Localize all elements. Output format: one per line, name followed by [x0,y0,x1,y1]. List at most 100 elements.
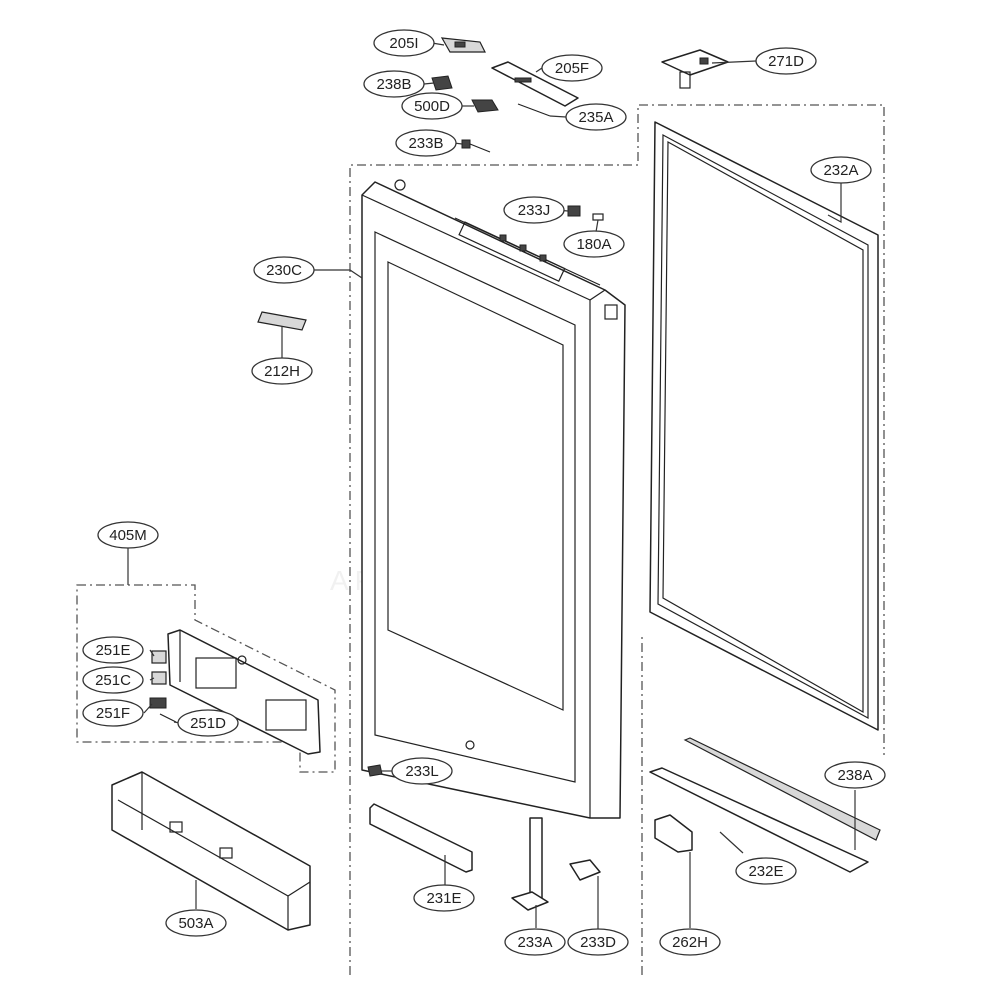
label-oval [659,928,721,956]
label-oval [177,709,239,737]
label-oval [504,928,566,956]
part-label-251f: 251F [82,699,144,727]
part-label-233a: 233A [504,928,566,956]
label-text: 212H [264,363,300,380]
part-label-230c: 230C [253,256,315,284]
door-gasket [649,121,879,731]
part-233b [461,139,471,149]
label-text: 233D [580,934,616,951]
label-oval [735,857,797,885]
label-oval [253,256,315,284]
label-text: 232A [823,162,858,179]
part-label-231e: 231E [413,884,475,912]
part-251c [151,671,167,685]
hinge-271d [661,49,729,89]
label-oval [165,909,227,937]
part-label-205f: 205F [541,54,603,82]
label-oval [82,699,144,727]
part-238b [431,75,453,91]
part-label-271d: 271D [755,47,817,75]
part-label-180a: 180A [563,230,625,258]
part-233d [569,859,601,881]
label-oval [541,54,603,82]
label-oval [824,761,886,789]
label-oval [82,666,144,694]
part-251f [149,697,167,709]
label-text: 230C [266,262,302,279]
part-235a [517,103,551,117]
part-label-235a: 235A [565,103,627,131]
door-assembly-boundary [349,104,885,975]
label-text: 238B [376,76,411,93]
label-oval [810,156,872,184]
part-232e [649,767,869,873]
part-label-233l: 233L [391,757,453,785]
label-text: 233B [408,135,443,152]
label-text: 233J [518,202,551,219]
part-label-503a: 503A [165,909,227,937]
hinge-bracket-205f [491,61,579,107]
label-oval [373,29,435,57]
part-label-238b: 238B [363,70,425,98]
part-label-500d: 500D [401,92,463,120]
label-text: 405M [109,527,147,544]
part-label-251e: 251E [82,636,144,664]
part-500d [471,99,499,113]
part-label-232e: 232E [735,857,797,885]
part-233l [367,764,383,777]
label-oval [391,757,453,785]
door-panel [361,179,626,819]
part-label-232a: 232A [810,156,872,184]
control-board-405m [167,629,321,755]
label-oval [503,196,565,224]
label-text: 232E [748,863,783,880]
part-251e [151,650,167,664]
hinge-pin-233a [511,817,549,911]
label-text: 233A [517,934,552,951]
part-label-205i: 205I [373,29,435,57]
label-text: 205F [555,60,589,77]
part-label-233b: 233B [395,129,457,157]
housing-503a [111,771,311,931]
label-oval [413,884,475,912]
label-oval [82,636,144,664]
part-label-212h: 212H [251,357,313,385]
part-238a [683,737,881,841]
label-oval [401,92,463,120]
label-oval [563,230,625,258]
part-label-233d: 233D [567,928,629,956]
label-text: 231E [426,890,461,907]
label-oval [567,928,629,956]
label-oval [251,357,313,385]
label-oval [363,70,425,98]
label-text: 271D [768,53,804,70]
label-text: 503A [178,915,213,932]
part-label-262h: 262H [659,928,721,956]
part-212h [257,311,307,331]
label-text: 235A [578,109,613,126]
part-label-251d: 251D [177,709,239,737]
label-oval [565,103,627,131]
label-text: 500D [414,98,450,115]
label-text: 180A [576,236,611,253]
label-text: 262H [672,934,708,951]
part-262h [654,814,693,853]
part-180a [592,213,604,221]
label-text: 251C [95,672,131,689]
label-text: 251E [95,642,130,659]
label-text: 251F [96,705,130,722]
part-label-233j: 233J [503,196,565,224]
label-text: 205I [389,35,418,52]
part-label-238a: 238A [824,761,886,789]
part-233j [567,205,581,217]
label-text: 233L [405,763,438,780]
hinge-cover-205i [440,37,486,53]
label-text: 251D [190,715,226,732]
strip-231e [369,803,473,873]
part-label-251c: 251C [82,666,144,694]
label-oval [97,521,159,549]
label-oval [395,129,457,157]
label-oval [755,47,817,75]
